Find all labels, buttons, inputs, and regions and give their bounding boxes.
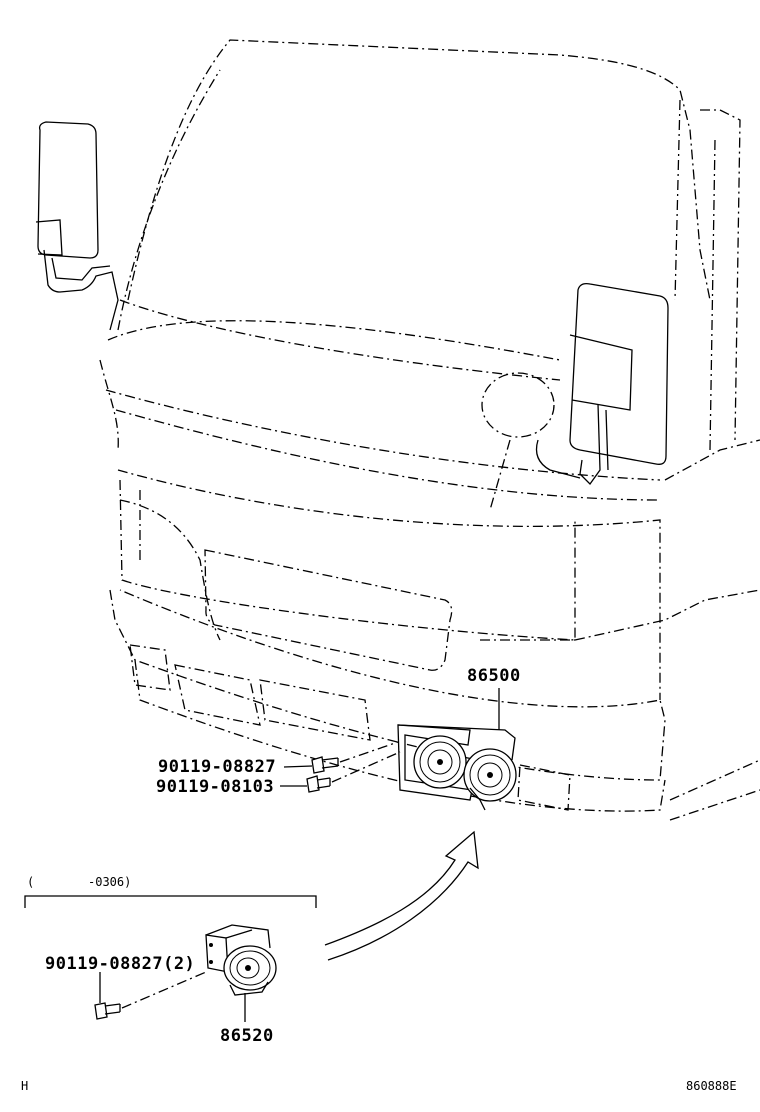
- front-panel-band2: [115, 409, 661, 501]
- figure-id: 860888E: [686, 1079, 737, 1093]
- bolt-90119-08827-x2: [94, 1002, 121, 1020]
- footer-left-code: H: [21, 1079, 29, 1093]
- a-pillar-right: [700, 109, 741, 451]
- applicability-range: -0306): [88, 875, 132, 889]
- applicability-bracket: [24, 895, 317, 908]
- bolt-90119-08827: [311, 756, 339, 774]
- door-edge-right: [664, 439, 760, 821]
- detail-arrow: [324, 830, 479, 961]
- part-number-86500[interactable]: 86500: [467, 666, 521, 686]
- bumper-slot-center: [259, 679, 371, 741]
- part-number-90119-08827-x2[interactable]: 90119-08827(2): [45, 954, 196, 974]
- right-mirror: [481, 282, 669, 511]
- bumper-slot-left: [129, 644, 261, 726]
- part-number-86520[interactable]: 86520: [220, 1026, 274, 1046]
- front-panel-band1: [105, 389, 661, 481]
- grille-sides: [119, 479, 576, 641]
- bolt-90119-08103: [306, 775, 331, 793]
- cab-roof-outline: [127, 39, 711, 301]
- front-panel-top: [99, 320, 561, 451]
- part-number-90119-08103[interactable]: 90119-08103: [156, 777, 275, 797]
- horn-assembly-86500: [397, 724, 517, 811]
- grille-curve: [119, 499, 221, 641]
- leader-bolt-upper: [283, 765, 313, 768]
- fender-right: [480, 589, 760, 641]
- bumper-slot-right: [517, 764, 571, 811]
- grille-inner: [204, 549, 453, 671]
- windshield-outline: [117, 69, 681, 381]
- bumper-outline: [109, 589, 666, 812]
- applicability-open-paren: (: [27, 875, 35, 889]
- horn-86520: [205, 924, 277, 996]
- part-number-90119-08827[interactable]: 90119-08827: [158, 757, 277, 777]
- left-mirror: [35, 121, 119, 331]
- grille-top: [117, 469, 661, 700]
- corner-lamp: [481, 372, 555, 438]
